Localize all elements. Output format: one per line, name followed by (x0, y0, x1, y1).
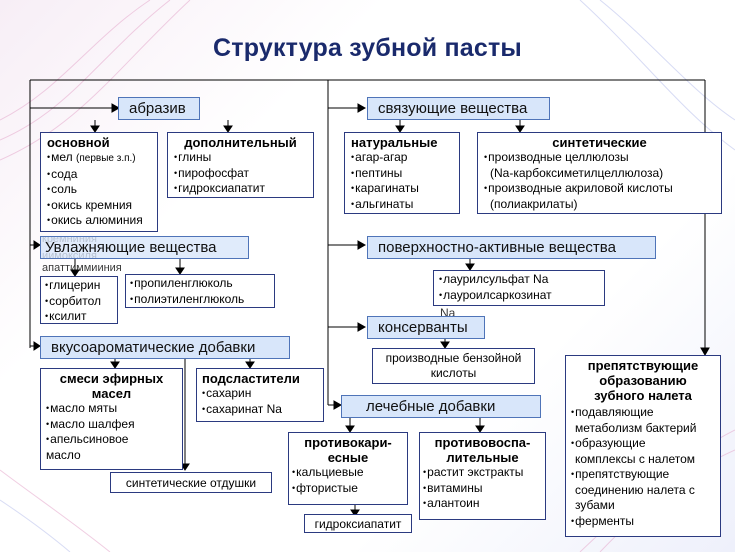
list-item: (Na-карбоксиметилцеллюлоза) (490, 165, 664, 180)
box-naturalnye: натуральные агар-агар пептины карагинаты… (344, 132, 460, 214)
list-item: пирофосфат (174, 166, 307, 182)
box-gidroksiapatit: гидроксиапатит (304, 514, 412, 533)
list-item: масло мяты (46, 401, 177, 417)
box-protivokaries: противокари- есные кальциевые фтористые (288, 432, 408, 505)
list-item: глины (174, 150, 307, 166)
list-item: кальциевые (292, 465, 404, 481)
list-item: зубами (575, 498, 615, 512)
category-vkusoaromaticheskie: вкусоароматические добавки (40, 336, 290, 359)
list-item: алантоин (423, 496, 542, 512)
list-item: сахарин (202, 386, 318, 402)
category-svyazuyuschie: связующие вещества (367, 97, 550, 120)
list-item: лауроилсаркозинат (439, 288, 599, 304)
list-item: сахаринат Na (202, 402, 318, 418)
box-protivovospal: противовоспа- лительные растит экстракты… (419, 432, 546, 520)
overflow-line: апаттиммииния (42, 262, 122, 274)
list-item: полиэтиленглюколь (130, 292, 270, 308)
category-lechebnye: лечебные добавки (341, 395, 541, 418)
list-item: ферменты (571, 514, 715, 530)
list-item: пептины (351, 166, 453, 182)
box-sinteticheskie: синтетические производные целлюлозы (Na-… (477, 132, 722, 214)
list-item: пропиленглюколь (130, 276, 270, 292)
box-dopolnitelny: дополнительный глины пирофосфат гидрокси… (167, 132, 314, 198)
box-smesi: смеси эфирных масел масло мяты масло шал… (40, 368, 183, 470)
list-item: окись кремния (47, 198, 151, 214)
list-item: окись алюминия (47, 213, 151, 229)
category-abraziv: абразив (118, 97, 200, 120)
list-item: комплексы с налетом (575, 451, 696, 466)
list-item: агар-агар (351, 150, 453, 166)
box-naturalnye-title: натуральные (351, 135, 438, 150)
box-osnovnoy: основной мел (первые з.п.) сода соль оки… (40, 132, 158, 232)
box-dopolnitelny-title: дополнительный (184, 135, 297, 150)
list-item: образующие (571, 436, 715, 452)
list-item: производные акриловой кислоты (484, 181, 715, 197)
list-item: соединению налета с (575, 482, 695, 497)
box-pav: лаурилсульфат Na лауроилсаркозинат (433, 270, 605, 306)
box-konservanty: производные бензойной кислоты (372, 348, 535, 384)
list-item: карагинаты (351, 181, 453, 197)
list-item: гидроксиапатит (174, 181, 307, 197)
list-item: подавляющие (571, 405, 715, 421)
list-item: ксилит (45, 309, 113, 323)
list-item: препятствующие (571, 467, 715, 483)
box-uvlazh-right: пропиленглюколь полиэтиленглюколь (125, 274, 275, 308)
category-konservanty: консерванты (367, 316, 485, 339)
box-uvlazh-left: глицерин сорбитол ксилит (40, 276, 118, 324)
box-sinteticheskie-title: синтетические (552, 135, 647, 150)
list-item: масло шалфея (46, 417, 177, 433)
list-item: альгинаты (351, 197, 453, 213)
box-podslastiteli: подсластители сахарин сахаринат Na (196, 368, 324, 422)
box-osnovnoy-title: основной (47, 135, 110, 150)
list-item: соль (47, 182, 151, 198)
list-item: растит экстракты (423, 465, 542, 481)
list-item: метаболизм бактерий (575, 420, 697, 435)
list-item: лаурилсульфат Na (439, 272, 599, 288)
category-pav: поверхностно-активные вещества (367, 236, 656, 259)
list-item: глицерин (45, 278, 113, 294)
list-item: сода (47, 167, 151, 183)
box-podslastiteli-title: подсластители (202, 371, 300, 386)
list-item: апельсиновое (46, 432, 177, 448)
list-item: масло (46, 447, 81, 462)
page-title: Структура зубной пасты (213, 34, 522, 62)
box-otdushki: синтетические отдушки (110, 472, 272, 493)
list-item: сорбитол (45, 294, 113, 310)
category-uvlazhnyayuschie: Увлажняющие вещества (40, 236, 249, 259)
list-item: производные целлюлозы (484, 150, 715, 166)
list-item: мел (первые з.п.) (47, 150, 151, 167)
list-item: (полиакрилаты) (490, 196, 578, 211)
box-prepyatstvuyuschie: препятствующие образованию зубного налет… (565, 355, 721, 537)
list-item: фтористые (292, 481, 404, 497)
list-item: витамины (423, 481, 542, 497)
